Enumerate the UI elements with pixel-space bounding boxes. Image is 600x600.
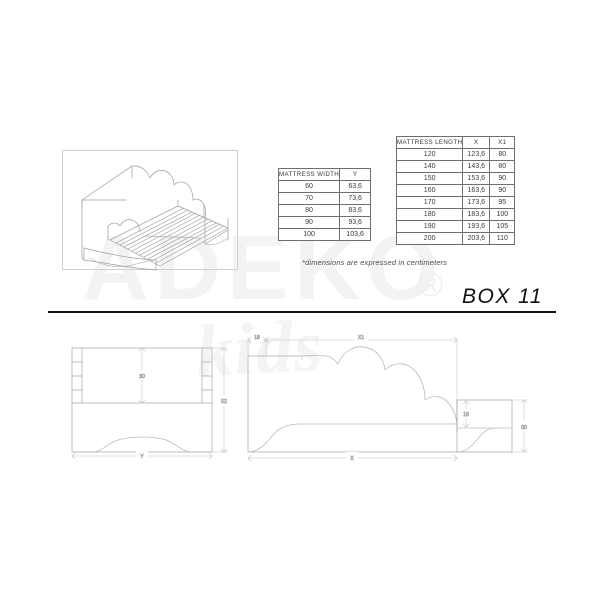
table-row: 200 203,6 110 — [395, 232, 516, 245]
cell-y: 103,6 — [339, 228, 372, 241]
dim-end-height: 30 — [521, 425, 527, 431]
dim-front-total-height: 52 — [221, 399, 227, 405]
cell-mattress-length: 200 — [395, 232, 464, 245]
dim-front-inner-height: 30 — [139, 374, 145, 380]
cell-mattress-width: 100 — [277, 228, 341, 241]
dim-side-offset: 18 — [254, 335, 260, 341]
page-title: BOX 11 — [462, 285, 543, 308]
table-row: 100 103,6 — [277, 228, 372, 241]
table-row: 90 93,6 — [277, 216, 372, 229]
dim-front-width: Y — [140, 454, 144, 460]
units-footnote: *dimensions are expressed in centimeters — [302, 258, 448, 267]
cell-x1: 80 — [489, 148, 516, 161]
table-header-row: MATTRESS WIDTH Y — [277, 168, 372, 181]
table-row: 80 83,6 — [277, 204, 372, 217]
mattress-width-table: MATTRESS WIDTH Y 60 63,6 70 73,6 80 83,6… — [277, 168, 372, 241]
dim-side-length: X — [350, 456, 354, 462]
table-row: 140 143,6 80 — [395, 160, 516, 173]
side-elevation-view — [247, 346, 458, 453]
dim-side-headboard: X1 — [358, 335, 364, 341]
table-row: 160 163,6 90 — [395, 184, 516, 197]
mattress-length-table: MATTRESS LENGTH X X1 120 123,6 80 140 14… — [395, 136, 516, 245]
table-row: 120 123,6 80 — [395, 148, 516, 161]
cell-x1: 110 — [489, 232, 516, 245]
end-detail-view — [456, 399, 513, 453]
cell-x1: 100 — [489, 208, 516, 221]
dim-side-board-height: 16 — [463, 412, 469, 418]
title-divider-rule — [48, 311, 556, 313]
table-row: 70 73,6 — [277, 192, 372, 205]
isometric-bed-drawing — [81, 165, 229, 271]
table-row: 190 193,6 105 — [395, 220, 516, 233]
